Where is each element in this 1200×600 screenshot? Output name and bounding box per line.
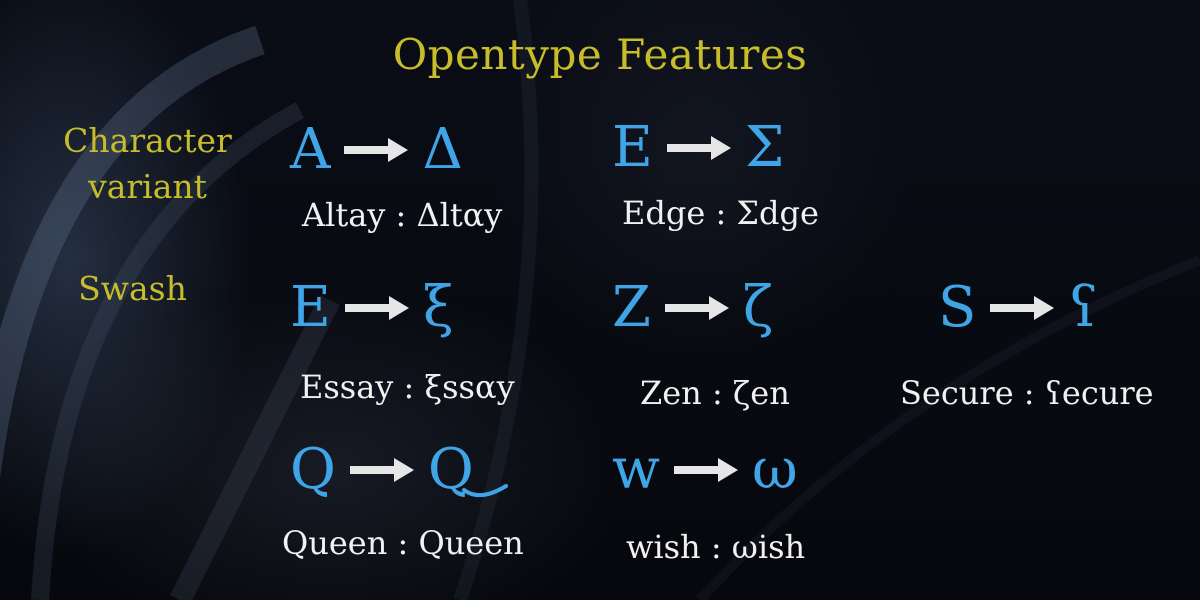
category-label-character-variant: Character variant [63, 121, 232, 206]
source-glyph: w [612, 437, 660, 502]
right-arrow-icon [664, 296, 729, 320]
source-glyph: A [290, 117, 331, 182]
target-glyph: Q [428, 438, 508, 502]
source-glyph: S [938, 275, 977, 340]
target-glyph: ω [751, 437, 798, 502]
pair-caption: Secure : ʕecure [900, 374, 1154, 412]
pair-q-swash: Q Q [290, 437, 508, 502]
pair-caption: Queen : Queen [282, 524, 524, 562]
source-glyph: E [612, 115, 653, 180]
source-glyph: Z [612, 275, 651, 340]
right-arrow-icon [349, 458, 414, 482]
target-glyph: Σ [744, 115, 785, 180]
right-arrow-icon [990, 296, 1055, 320]
swash-tail-icon [461, 484, 508, 498]
pair-s-swash: S ʕ [938, 276, 1098, 340]
pair-caption: Edge : Σdge [622, 194, 819, 232]
pair-e-xi: E ξ [290, 276, 454, 340]
pair-a-delta: A Δ [290, 118, 463, 182]
pair-caption: Essay : ξssαy [300, 368, 515, 406]
target-glyph: ʕ [1068, 275, 1099, 340]
page-title: Opentype Features [392, 30, 808, 79]
pair-z-zeta: Z ζ [612, 276, 773, 340]
target-glyph: ζ [742, 275, 774, 340]
right-arrow-icon [344, 296, 409, 320]
pair-w-omega: w ω [612, 438, 798, 502]
source-glyph: Q [290, 437, 336, 502]
target-glyph: Δ [422, 117, 463, 182]
source-glyph: E [290, 275, 331, 340]
pair-caption: Altay : Δltαy [302, 196, 503, 234]
right-arrow-icon [673, 458, 738, 482]
pair-caption: Zen : ζen [640, 374, 790, 412]
category-label-swash: Swash [78, 269, 187, 308]
right-arrow-icon [666, 136, 731, 160]
pair-caption: wish : ωish [626, 528, 806, 566]
pair-e-sigma: E Σ [612, 116, 784, 180]
target-glyph: ξ [422, 275, 454, 340]
right-arrow-icon [344, 138, 409, 162]
